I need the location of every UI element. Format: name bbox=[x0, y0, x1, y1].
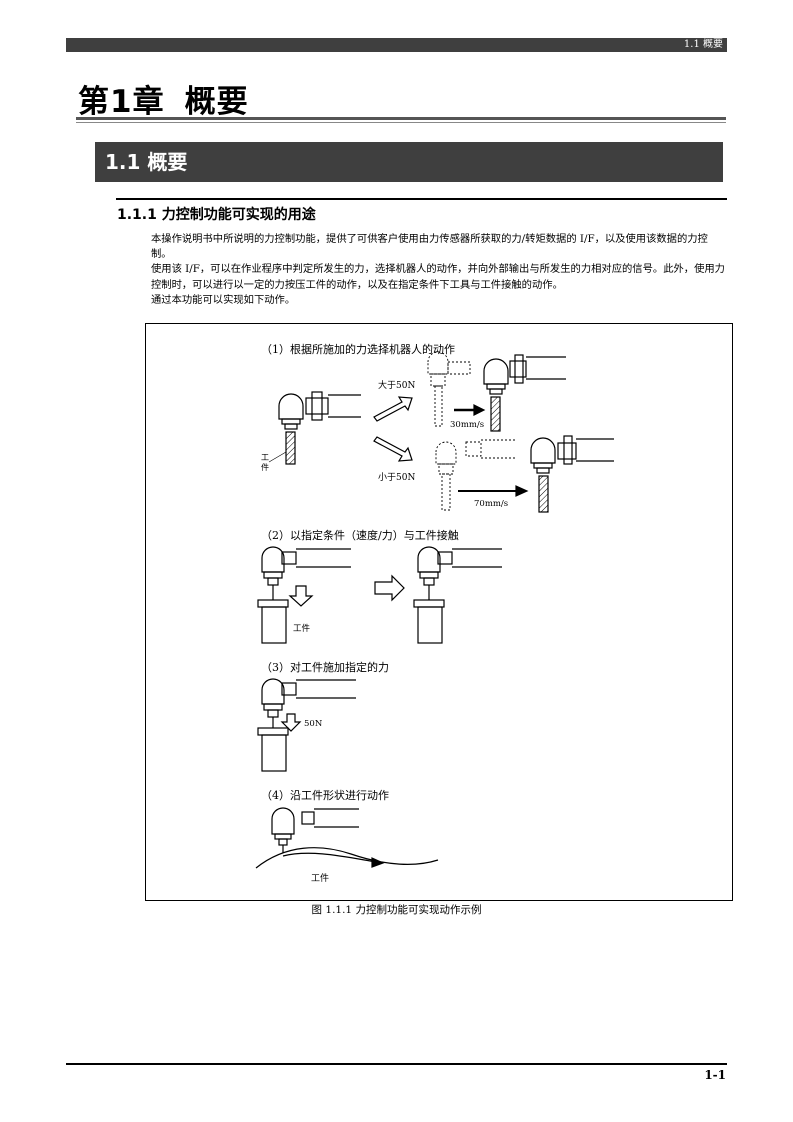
robot-arm-2a bbox=[257, 546, 351, 644]
workpiece-label-1-char1: 工 bbox=[261, 453, 269, 462]
subsection-rule bbox=[116, 198, 727, 200]
chapter-number: 第1章 bbox=[78, 84, 165, 120]
robot-ghost-upper bbox=[427, 351, 471, 427]
arrow-outline-down-2 bbox=[288, 585, 314, 607]
robot-arm-2b bbox=[413, 546, 502, 644]
motion-path-arrow bbox=[282, 852, 377, 863]
speed-70: 70mm/s bbox=[474, 499, 508, 509]
figure-item-2-label: （2）以指定条件（速度/力）与工件接触 bbox=[261, 528, 459, 542]
robot-arm-1c bbox=[530, 435, 614, 513]
label-above-50n: 大于50N bbox=[378, 379, 415, 391]
workpiece-label-2: 工件 bbox=[293, 623, 311, 634]
body-text: 本操作说明书中所说明的力控制功能，提供了可供客户使用由力传感器所获取的力/转矩数… bbox=[151, 232, 727, 308]
workpiece-surface bbox=[255, 847, 439, 869]
workpiece-label-4: 工件 bbox=[311, 872, 329, 884]
workpiece-label-1-char2: 件 bbox=[261, 462, 269, 472]
subsection-title: 1.1.1 力控制功能可实现的用途 bbox=[117, 207, 316, 223]
figure-box: （1）根据所施加的力选择机器人的动作 工 件 大于50N 小于50N bbox=[145, 323, 733, 901]
figure-item-4-label: （4）沿工件形状进行动作 bbox=[261, 788, 389, 802]
arrow-outline-downright bbox=[373, 436, 413, 462]
paragraph-3: 通过本功能可以实现如下动作。 bbox=[151, 293, 296, 306]
chapter-rule-thin bbox=[76, 122, 726, 123]
robot-arm-4 bbox=[271, 807, 359, 853]
label-below-50n: 小于50N bbox=[378, 472, 415, 483]
chapter-name: 概要 bbox=[184, 84, 249, 120]
running-header-title: 1.1 概要 bbox=[683, 39, 723, 50]
page-number: 1-1 bbox=[704, 1068, 726, 1082]
chapter-title: 第1章概要 bbox=[78, 76, 249, 121]
paragraph-2: 使用该 I/F，可以在作业程序中判定所发生的力，选择机器人的动作，并向外部输出与… bbox=[151, 263, 725, 291]
figure-caption: 图 1.1.1 力控制功能可实现动作示例 bbox=[311, 904, 482, 916]
robot-arm-1b bbox=[483, 354, 566, 432]
force-50n: 50N bbox=[304, 719, 323, 729]
robot-ghost-lower bbox=[435, 439, 516, 511]
arrow-outline-right-2 bbox=[374, 574, 405, 602]
figure-illustration: （1）根据所施加的力选择机器人的动作 工 件 大于50N 小于50N bbox=[255, 342, 614, 884]
figure-item-1-label: （1）根据所施加的力选择机器人的动作 bbox=[261, 342, 455, 356]
section-title: 1.1 概要 bbox=[105, 150, 188, 174]
paragraph-1: 本操作说明书中所说明的力控制功能，提供了可供客户使用由力传感器所获取的力/转矩数… bbox=[151, 233, 708, 261]
speed-30: 30mm/s bbox=[450, 420, 484, 430]
robot-arm-1a bbox=[278, 391, 361, 465]
running-header-bar: 1.1 概要 bbox=[66, 38, 727, 52]
robot-arm-3 bbox=[257, 678, 356, 772]
footer-rule bbox=[66, 1063, 727, 1065]
arrow-outline-upright bbox=[373, 396, 413, 422]
arrow-outline-down-3 bbox=[280, 713, 302, 732]
figure-item-3-label: （3）对工件施加指定的力 bbox=[261, 660, 389, 674]
chapter-rule bbox=[76, 117, 726, 120]
section-heading-bar: 1.1 概要 bbox=[95, 142, 723, 182]
